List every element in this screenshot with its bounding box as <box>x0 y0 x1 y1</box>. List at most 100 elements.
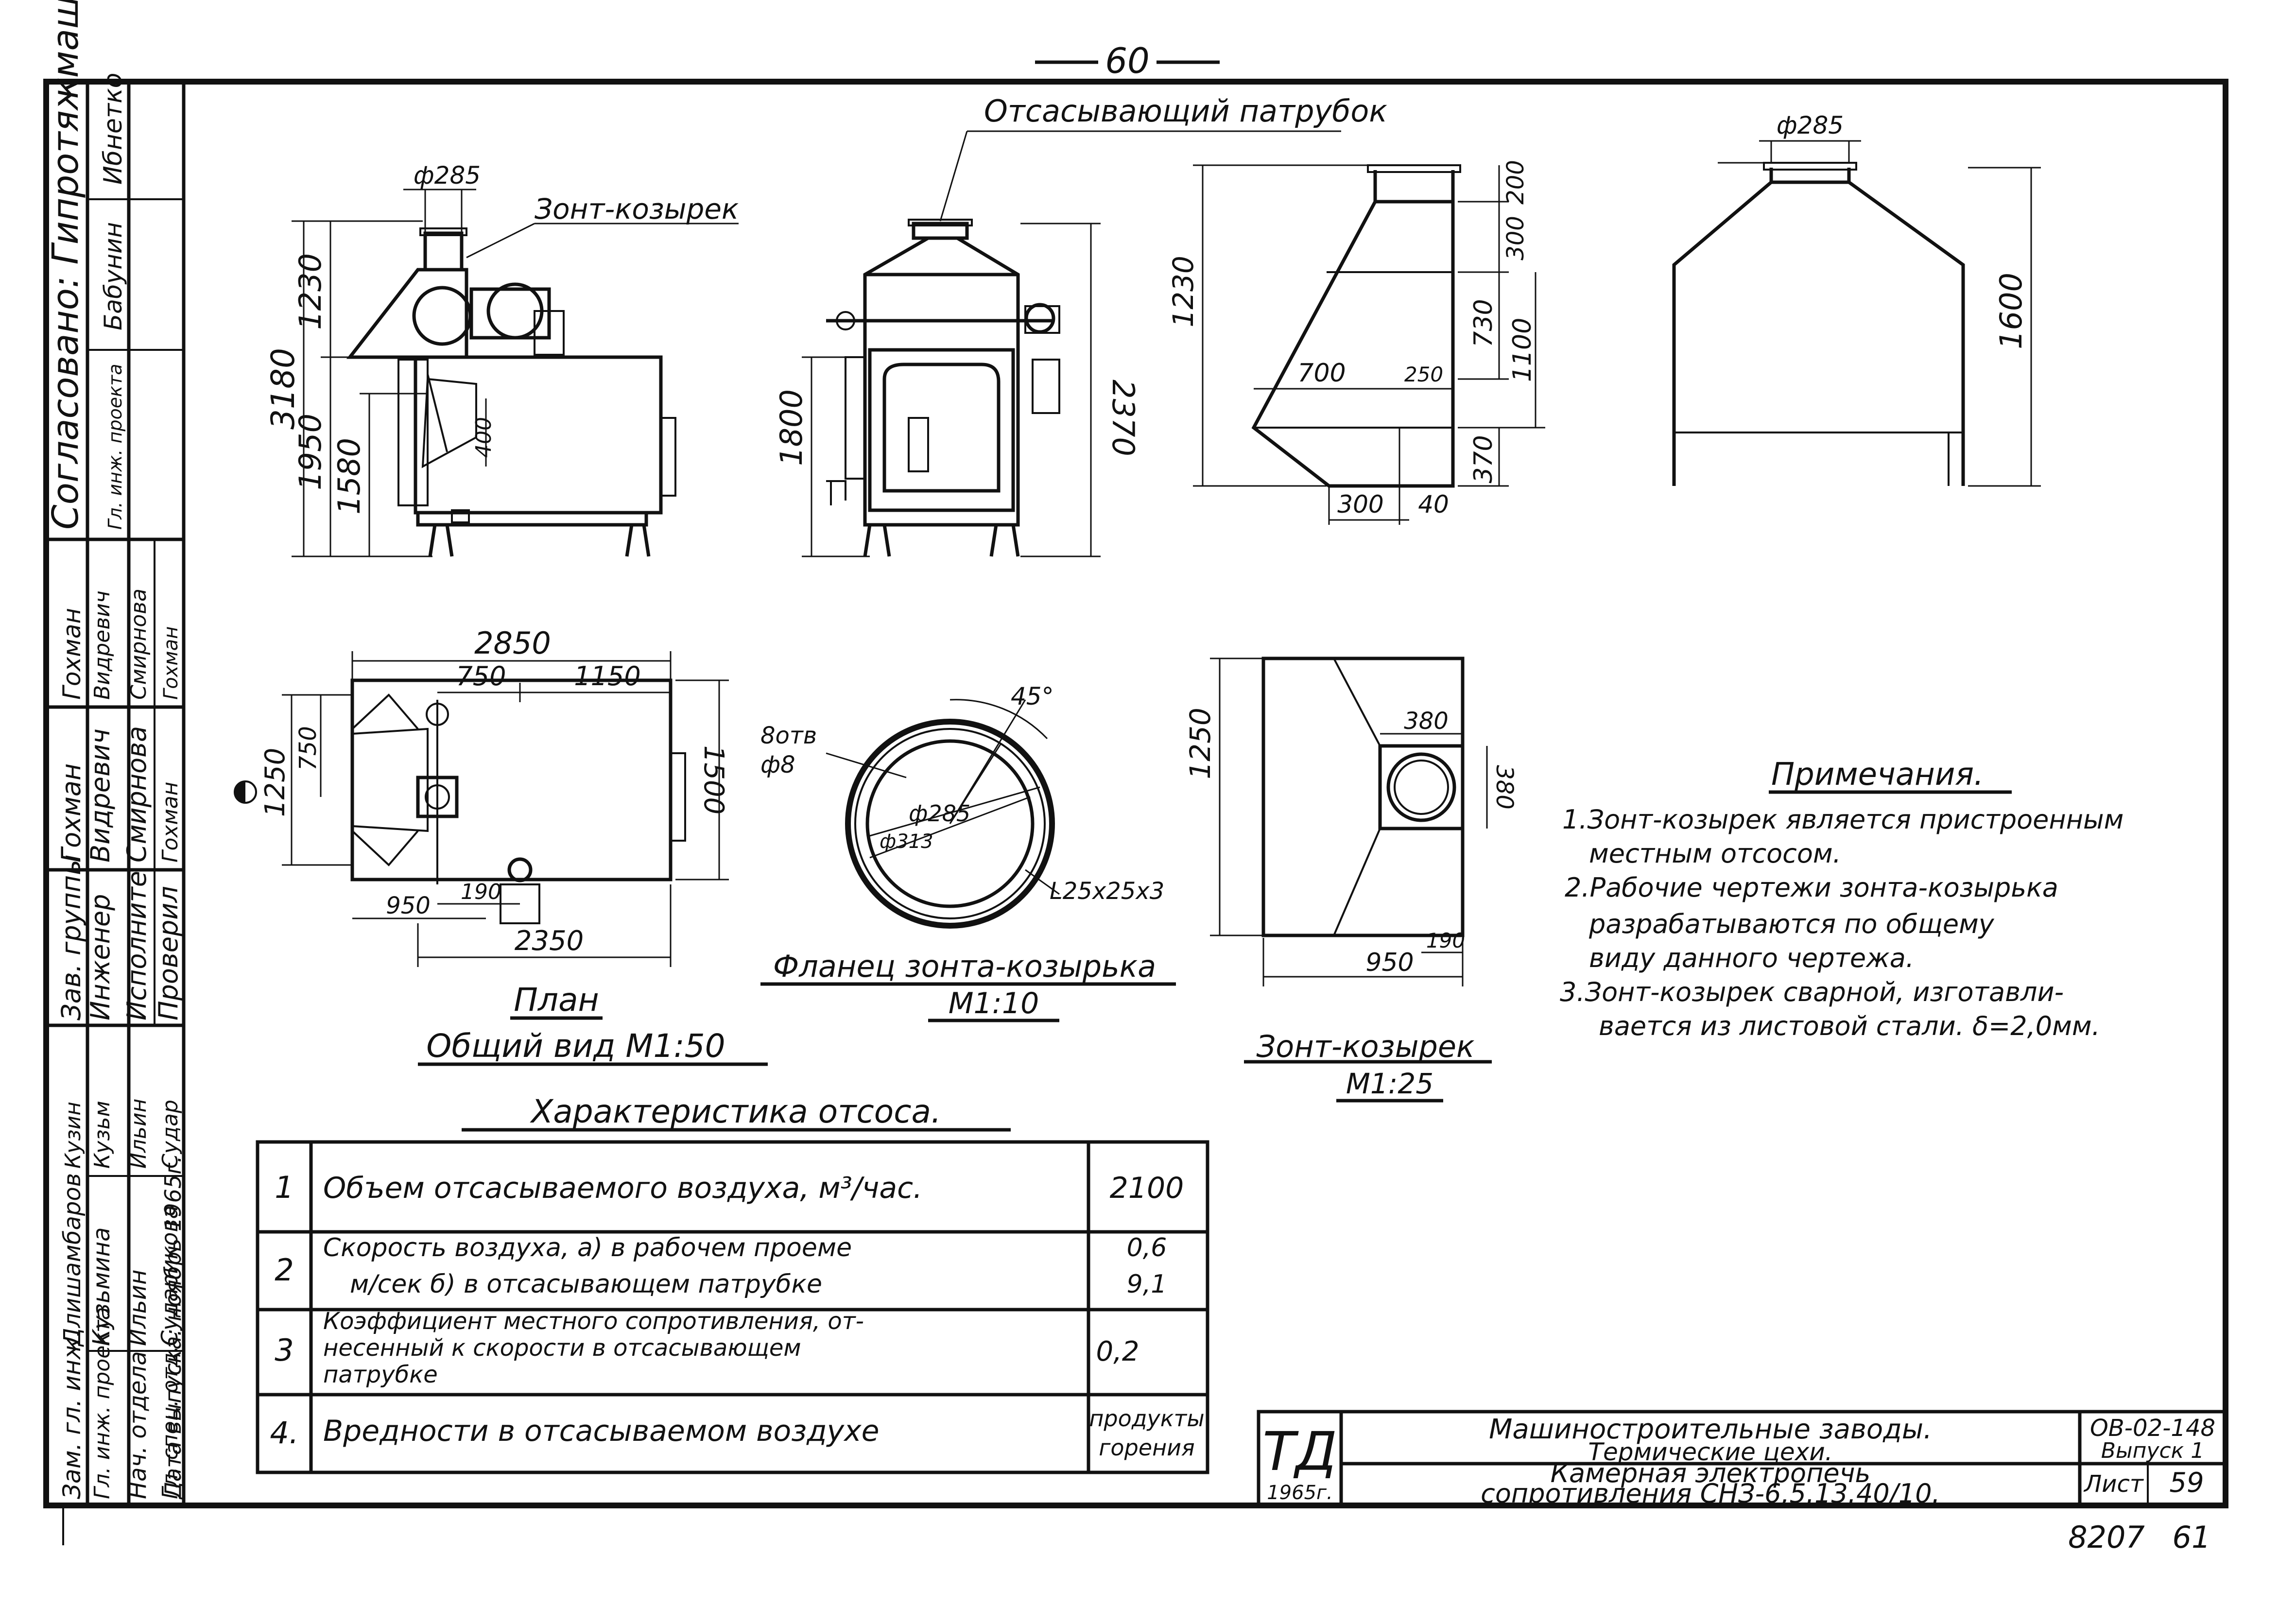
title-line2: Термические цехи. <box>1588 1438 1832 1466</box>
dim-hood-700: 700 <box>1297 359 1346 388</box>
dim-flange-angle: L25x25x3 <box>1050 878 1164 905</box>
dim-d285: ф285 <box>414 161 481 190</box>
dim-plan-1500: 1500 <box>698 745 729 815</box>
plan-label: План <box>514 981 599 1019</box>
lower-name: Кузьмина <box>88 1227 115 1347</box>
note-line: разрабатываются по общему <box>1588 909 1995 939</box>
row-text: Вредности в отсасываемом воздухе <box>323 1414 880 1448</box>
dim-plan-2850: 2850 <box>474 625 551 661</box>
dim-2370: 2370 <box>1105 380 1141 456</box>
dim-hood-40: 40 <box>1418 490 1449 518</box>
row-value: 0,6 <box>1127 1233 1167 1262</box>
hood-plan-view: 1250 380 380 950 190 Зонт-козырек М1:25 <box>1184 657 1518 1103</box>
dim-flange-313: ф313 <box>880 830 933 853</box>
row-text: Объем отсасываемого воздуха, м³/час. <box>323 1171 922 1205</box>
page-number: 60 <box>1105 40 1150 81</box>
hood-scale-label: Зонт-козырек <box>1257 1029 1475 1064</box>
row-value: 9,1 <box>1127 1270 1167 1299</box>
dim-hood-200: 200 <box>1502 160 1529 205</box>
hood-scale: М1:25 <box>1346 1067 1433 1100</box>
lower-name: Сударикова <box>156 1205 183 1346</box>
footer-number-1: 8207 <box>2068 1520 2145 1555</box>
lower-name: Длишамбаров <box>59 1173 86 1347</box>
title-issue: Выпуск 1 <box>2101 1438 2204 1463</box>
dim-1800: 1800 <box>774 389 809 466</box>
approval-role: Зав. группы <box>56 854 86 1020</box>
dim-hood-1230: 1230 <box>1167 256 1200 328</box>
note-line: 1.Зонт-козырек является пристроенным <box>1562 804 2123 835</box>
dim-hood-250: 250 <box>1404 363 1443 386</box>
approval-pos-name: Бабунин <box>99 222 127 330</box>
release-date: Дата выпуска: ноябрь 1965г. <box>160 1156 186 1500</box>
row-text: Скорость воздуха, а) в рабочем проеме <box>323 1233 852 1262</box>
lower-name: Ильин <box>124 1270 152 1346</box>
approval-signature-top: Ибнетко <box>99 73 128 185</box>
dim-plan-1150: 1150 <box>574 661 640 691</box>
title-block: ТД 1965г. Машиностроительные заводы. Тер… <box>1257 1410 2227 1509</box>
approval-role: Исполните <box>121 871 152 1020</box>
title-sheet-label: Лист <box>2083 1470 2144 1498</box>
lower-sign: Кузин <box>61 1102 86 1169</box>
notes: Примечания. 1.Зонт-козырек является прис… <box>1560 757 2123 1041</box>
lower-role: Нач. отдела <box>124 1351 152 1499</box>
dim-plan-1250: 1250 <box>259 748 291 817</box>
dim-zonth-380a: 380 <box>1404 708 1449 735</box>
hood-side-view: 1230 200 300 730 1100 370 700 250 300 40 <box>1167 160 1545 525</box>
flange-label: Фланец зонта-козырька <box>773 949 1156 984</box>
dim-zonth-1250: 1250 <box>1184 708 1217 779</box>
approval-role: Инженер <box>85 894 116 1020</box>
row-text: Коэффициент местного сопротивления, от- <box>323 1308 864 1335</box>
note-line: 3.Зонт-козырек сварной, изготавли- <box>1560 977 2064 1007</box>
note-line: виду данного чертежа. <box>1589 943 1914 973</box>
front-view: 1800 2370 Отсасывающий патрубок <box>774 93 1387 557</box>
approval-sign: Гохман <box>160 626 182 700</box>
title-line3: Камерная электропечь <box>1551 1458 1871 1488</box>
flange-view: 45° 8отв ф8 ф285 ф313 L25x25x3 Фланец зо… <box>760 682 1176 1022</box>
approval-name: Смирнова <box>121 726 152 863</box>
row-num: 4. <box>270 1415 298 1451</box>
row-value: продукты <box>1089 1405 1204 1432</box>
dim-hood-1100: 1100 <box>1508 318 1537 382</box>
row-text: м/сек б) в отсасывающем патрубке <box>350 1270 822 1299</box>
approval-name: Гохман <box>56 763 86 863</box>
row-text: патрубке <box>323 1361 438 1388</box>
lower-role: Гл. спец. отд. <box>158 1346 183 1499</box>
dim-hood-300b: 300 <box>1337 490 1383 518</box>
dim-1580: 1580 <box>331 438 367 515</box>
hood-front-view: ф285 1600 <box>1672 111 2041 487</box>
approval-sign: Смирнова <box>126 588 151 700</box>
lower-role: Зам. гл. инж. <box>58 1330 86 1499</box>
dim-plan-950: 950 <box>386 892 431 919</box>
approval-role: Проверил <box>153 886 184 1020</box>
dim-plan-2350: 2350 <box>515 925 584 957</box>
approval-strip: Согласовано: Гипротяжмаш. Ибнетко Гл. ин… <box>45 0 184 1505</box>
row-num: 3 <box>275 1332 293 1368</box>
hood-label: Зонт-козырек <box>535 192 739 225</box>
note-line: вается из листовой стали. δ=2,0мм. <box>1599 1011 2100 1041</box>
approval-name: Гохман <box>158 782 183 863</box>
title-line1: Машиностроительные заводы. <box>1489 1414 1932 1445</box>
dim-zonth-380b: 380 <box>1491 765 1518 810</box>
row-value: 2100 <box>1110 1171 1184 1205</box>
row-num: 1 <box>275 1170 293 1205</box>
dim-400: 400 <box>471 417 496 458</box>
note-line: 2.Рабочие чертежи зонта-козырька <box>1565 872 2058 903</box>
general-view-label: Общий вид М1:50 <box>426 1027 725 1065</box>
dim-flange-holes: 8отв <box>760 722 817 749</box>
title-logo: ТД <box>1262 1420 1337 1483</box>
outer-frame <box>43 79 2228 1508</box>
dim-hood-370: 370 <box>1469 435 1498 483</box>
suction-pipe-label: Отсасывающий патрубок <box>984 93 1387 129</box>
note-line: местным отсосом. <box>1589 838 1841 869</box>
dim-zonth-190: 190 <box>1426 929 1465 952</box>
row-num: 2 <box>275 1252 293 1288</box>
row-value: 0,2 <box>1096 1336 1139 1367</box>
dim-plan-750b: 750 <box>294 726 322 771</box>
dim-1950: 1950 <box>293 414 328 490</box>
lower-role: Гл. инж. проекта <box>90 1307 115 1499</box>
title-code: ОВ-02-148 <box>2090 1415 2215 1442</box>
approval-sign: Гохман <box>58 608 86 700</box>
dim-3180: 3180 <box>264 348 302 430</box>
approval-pos-label: Гл. инж. проекта <box>104 363 126 530</box>
